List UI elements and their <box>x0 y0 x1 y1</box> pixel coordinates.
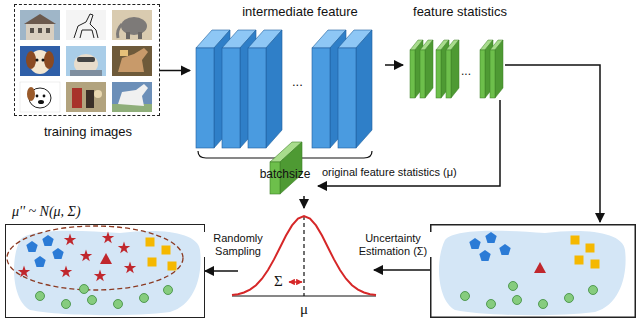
flow-arrow <box>505 65 600 222</box>
statistics-bars: feature statistics <box>403 30 505 100</box>
statistic-caption: original feature statistics (μ) <box>322 166 457 179</box>
statistics-bars-art <box>410 40 503 98</box>
flow-arrow <box>374 269 430 271</box>
sampled-space-box: μ'' ~ N(μ, Σ) <box>5 224 205 318</box>
block-title: intermediate feature <box>242 4 358 20</box>
original-space-box <box>431 225 636 318</box>
axis-symbol: μ <box>300 300 308 318</box>
brace-label: batchsize <box>260 167 311 181</box>
connector-arrow <box>318 100 500 186</box>
connector-arrow <box>385 64 403 66</box>
distribution-formula: μ'' ~ N(μ, Σ) <box>12 204 81 221</box>
image-thumbnails <box>20 10 152 112</box>
connector-arrow <box>205 270 238 272</box>
original-scatter <box>439 231 626 315</box>
ellipsis: ... <box>461 65 471 79</box>
image-panel: training images <box>14 4 160 116</box>
sampled-scatter <box>7 226 201 315</box>
panel-caption: training images <box>44 124 132 140</box>
mean-statistic: original feature statistics (μ) <box>262 140 318 196</box>
feature-block: intermediate featurebatchsize <box>190 25 385 150</box>
connector-arrow <box>160 70 190 72</box>
connector-arrow <box>303 196 305 208</box>
ellipsis: ... <box>292 75 303 90</box>
gaussian-plot: Σμ <box>238 208 372 322</box>
block-title: feature statistics <box>413 4 507 20</box>
step-label: Uncertainty Estimation (Σ) <box>354 232 432 257</box>
feature-map-slabs <box>196 30 372 148</box>
axis-symbol: Σ <box>274 272 283 290</box>
edge-label: Randomly Sampling <box>203 232 273 257</box>
